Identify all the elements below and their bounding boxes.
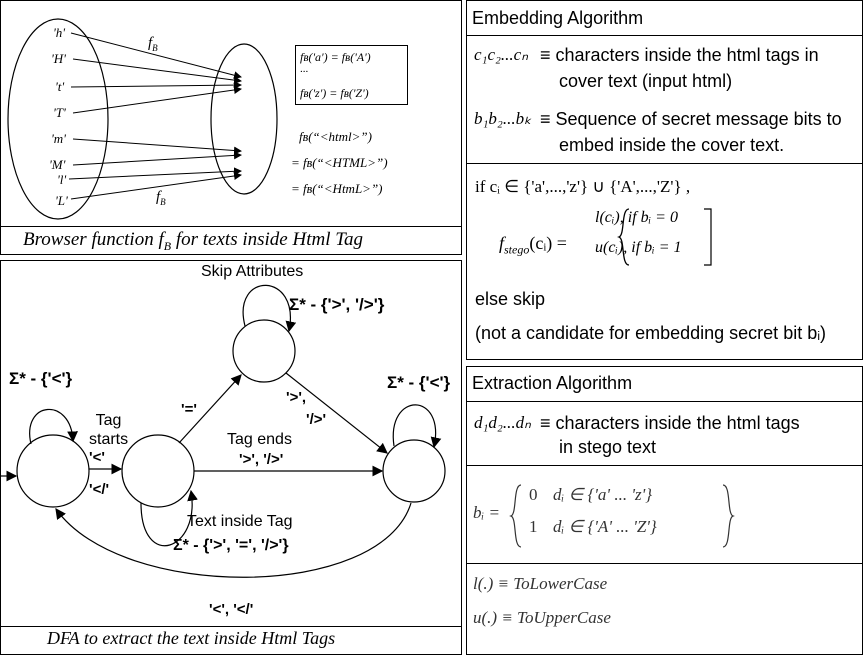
extraction-divider-1 (467, 401, 862, 402)
case-brace (617, 208, 630, 266)
fb-label-bottom: fB (156, 189, 166, 207)
bi-row1-value: 0 (529, 485, 538, 504)
map-arrow-m (72, 138, 242, 155)
map-arrow-l (68, 167, 242, 180)
text-inside-tag-label: Text inside Tag (187, 513, 293, 530)
state-text (16, 434, 90, 508)
d-description-2: in stego text (559, 437, 657, 457)
extraction-title: Extraction Algorithm (472, 373, 633, 393)
browser-caption-bar (1, 226, 461, 254)
loop-text-label: Σ* - {'<'} (9, 369, 73, 388)
range-ellipse (210, 43, 278, 195)
letter-H: 'H' (51, 51, 66, 66)
b-description-1: ≡ Sequence of secret message bits to (540, 109, 842, 129)
skip-attributes-label: Skip Attributes (201, 263, 304, 280)
fb-label-top: fB (148, 35, 158, 53)
case-brace-right (704, 208, 712, 266)
upper-definition: u(.) ≡ ToUpperCase (473, 608, 611, 627)
not-candidate-note: (not a candidate for embedding secret bi… (475, 323, 827, 343)
map-arrow-h (70, 32, 242, 80)
letter-h: 'h' (53, 25, 66, 40)
case-zero: l(cᵢ), if bᵢ = 0 (595, 209, 678, 226)
state-tag (121, 434, 195, 508)
b-sequence: b₁b₂...bₖ (474, 109, 532, 128)
state-skip-attributes (232, 319, 296, 383)
bi-row2-condition: dᵢ ∈ {'A' ... 'Z'} (553, 517, 657, 536)
dfa-caption: DFA to extract the text inside Html Tags (47, 628, 336, 648)
letter-l: 'l' (57, 172, 67, 187)
else-skip: else skip (475, 289, 546, 309)
loop-end-label: Σ* - {'<'} (387, 373, 451, 392)
tag-starts-label: Tag starts (89, 412, 129, 448)
tag-ends-symbols: '>', '/>' (239, 451, 284, 468)
letter-L: 'L' (55, 193, 68, 208)
c-description-1: ≡ characters inside the html tags in (540, 45, 819, 65)
edge-end-to-text (55, 502, 412, 578)
c-description-2: cover text (input html) (559, 71, 733, 91)
equiv-dots: ... (300, 63, 309, 75)
map-arrow-L (70, 172, 242, 200)
state-tag-end (382, 439, 446, 503)
skip-exit-label-2: '/>' (306, 411, 327, 428)
dfa-panel: Skip Attributes Σ* - {'>', '/>'} Σ* - {'… (0, 260, 462, 655)
return-label: '<', '</' (209, 601, 254, 618)
b-description-2: embed inside the cover text. (559, 135, 785, 155)
embedding-divider-1 (467, 35, 862, 36)
if-condition: if cᵢ ∈ {'a',...,'z'} ∪ {'A',...,'Z'} , (475, 177, 691, 196)
embedding-title: Embedding Algorithm (472, 8, 644, 28)
d-description-1: ≡ characters inside the html tags (540, 413, 800, 433)
d-sequence: d₁d₂...dₙ (474, 413, 531, 432)
bi-row2-value: 1 (529, 517, 538, 536)
bi-label: bᵢ = (473, 503, 500, 522)
domain-ellipse (7, 18, 109, 220)
case-one: u(cᵢ), if bᵢ = 1 (595, 239, 682, 256)
extraction-divider-3 (467, 563, 862, 564)
loop-text (29, 408, 78, 445)
html-equiv-2: = fʙ(“<HTML>”) (291, 155, 388, 170)
equiv-line-a: fʙ('a') = fʙ('A') (300, 50, 371, 64)
browser-caption: Browser function fB for texts inside Htm… (23, 229, 364, 253)
loop-skip (242, 284, 297, 333)
dfa-diagram (1, 284, 446, 578)
letter-t: 't' (55, 79, 65, 94)
extraction-divider-2 (467, 465, 862, 466)
text-inside-tag-symbols: Σ* - {'>', '=', '/>'} (173, 537, 289, 554)
edge-tag-to-skip (178, 374, 242, 444)
map-arrow-M (72, 151, 242, 166)
loop-skip-label: Σ* - {'>', '/>'} (289, 295, 385, 314)
embedding-divider-2 (467, 163, 862, 164)
map-arrow-t (70, 81, 242, 90)
map-arrow-H (72, 58, 242, 85)
eq-label: '=' (181, 401, 197, 418)
extraction-panel: Extraction Algorithm d₁d₂...dₙ ≡ charact… (466, 366, 863, 655)
fstego-label: fstego(cᵢ) = (499, 233, 567, 257)
skip-exit-label-1: '>', (286, 389, 307, 406)
c-sequence: c₁c₂...cₙ (474, 45, 528, 64)
bi-braces (509, 484, 735, 548)
equiv-line-z: fʙ('z') = fʙ('Z') (300, 86, 369, 100)
map-arrow-T (72, 86, 242, 114)
case-equivalence-box: fʙ('a') = fʙ('A') ... fʙ('z') = fʙ('Z') (295, 45, 408, 105)
edge-skip-to-end (285, 372, 388, 454)
loop-tag (140, 489, 198, 547)
browser-function-panel: 'h' 'H' 't' 'T' 'm' 'M' 'l' 'L' fB fB fʙ… (0, 0, 462, 255)
lt-label: '<' (89, 449, 105, 466)
loop-tag-end (392, 404, 442, 449)
html-equiv-3: = fʙ(“<HtmL>”) (291, 181, 383, 196)
browser-function-diagram (7, 18, 278, 220)
tag-ends-label: Tag ends (227, 431, 292, 448)
dfa-caption-bar (1, 626, 461, 654)
lower-definition: l(.) ≡ ToLowerCase (473, 574, 608, 593)
letter-M: 'M' (49, 157, 66, 172)
lt-slash-label: '</' (89, 481, 110, 498)
embedding-panel: Embedding Algorithm c₁c₂...cₙ ≡ characte… (466, 0, 863, 360)
letter-T: 'T' (53, 105, 66, 120)
html-equiv-1: fʙ(“<html>”) (299, 129, 372, 144)
bi-row1-condition: dᵢ ∈ {'a' ... 'z'} (553, 485, 653, 504)
letter-m: 'm' (51, 131, 66, 146)
